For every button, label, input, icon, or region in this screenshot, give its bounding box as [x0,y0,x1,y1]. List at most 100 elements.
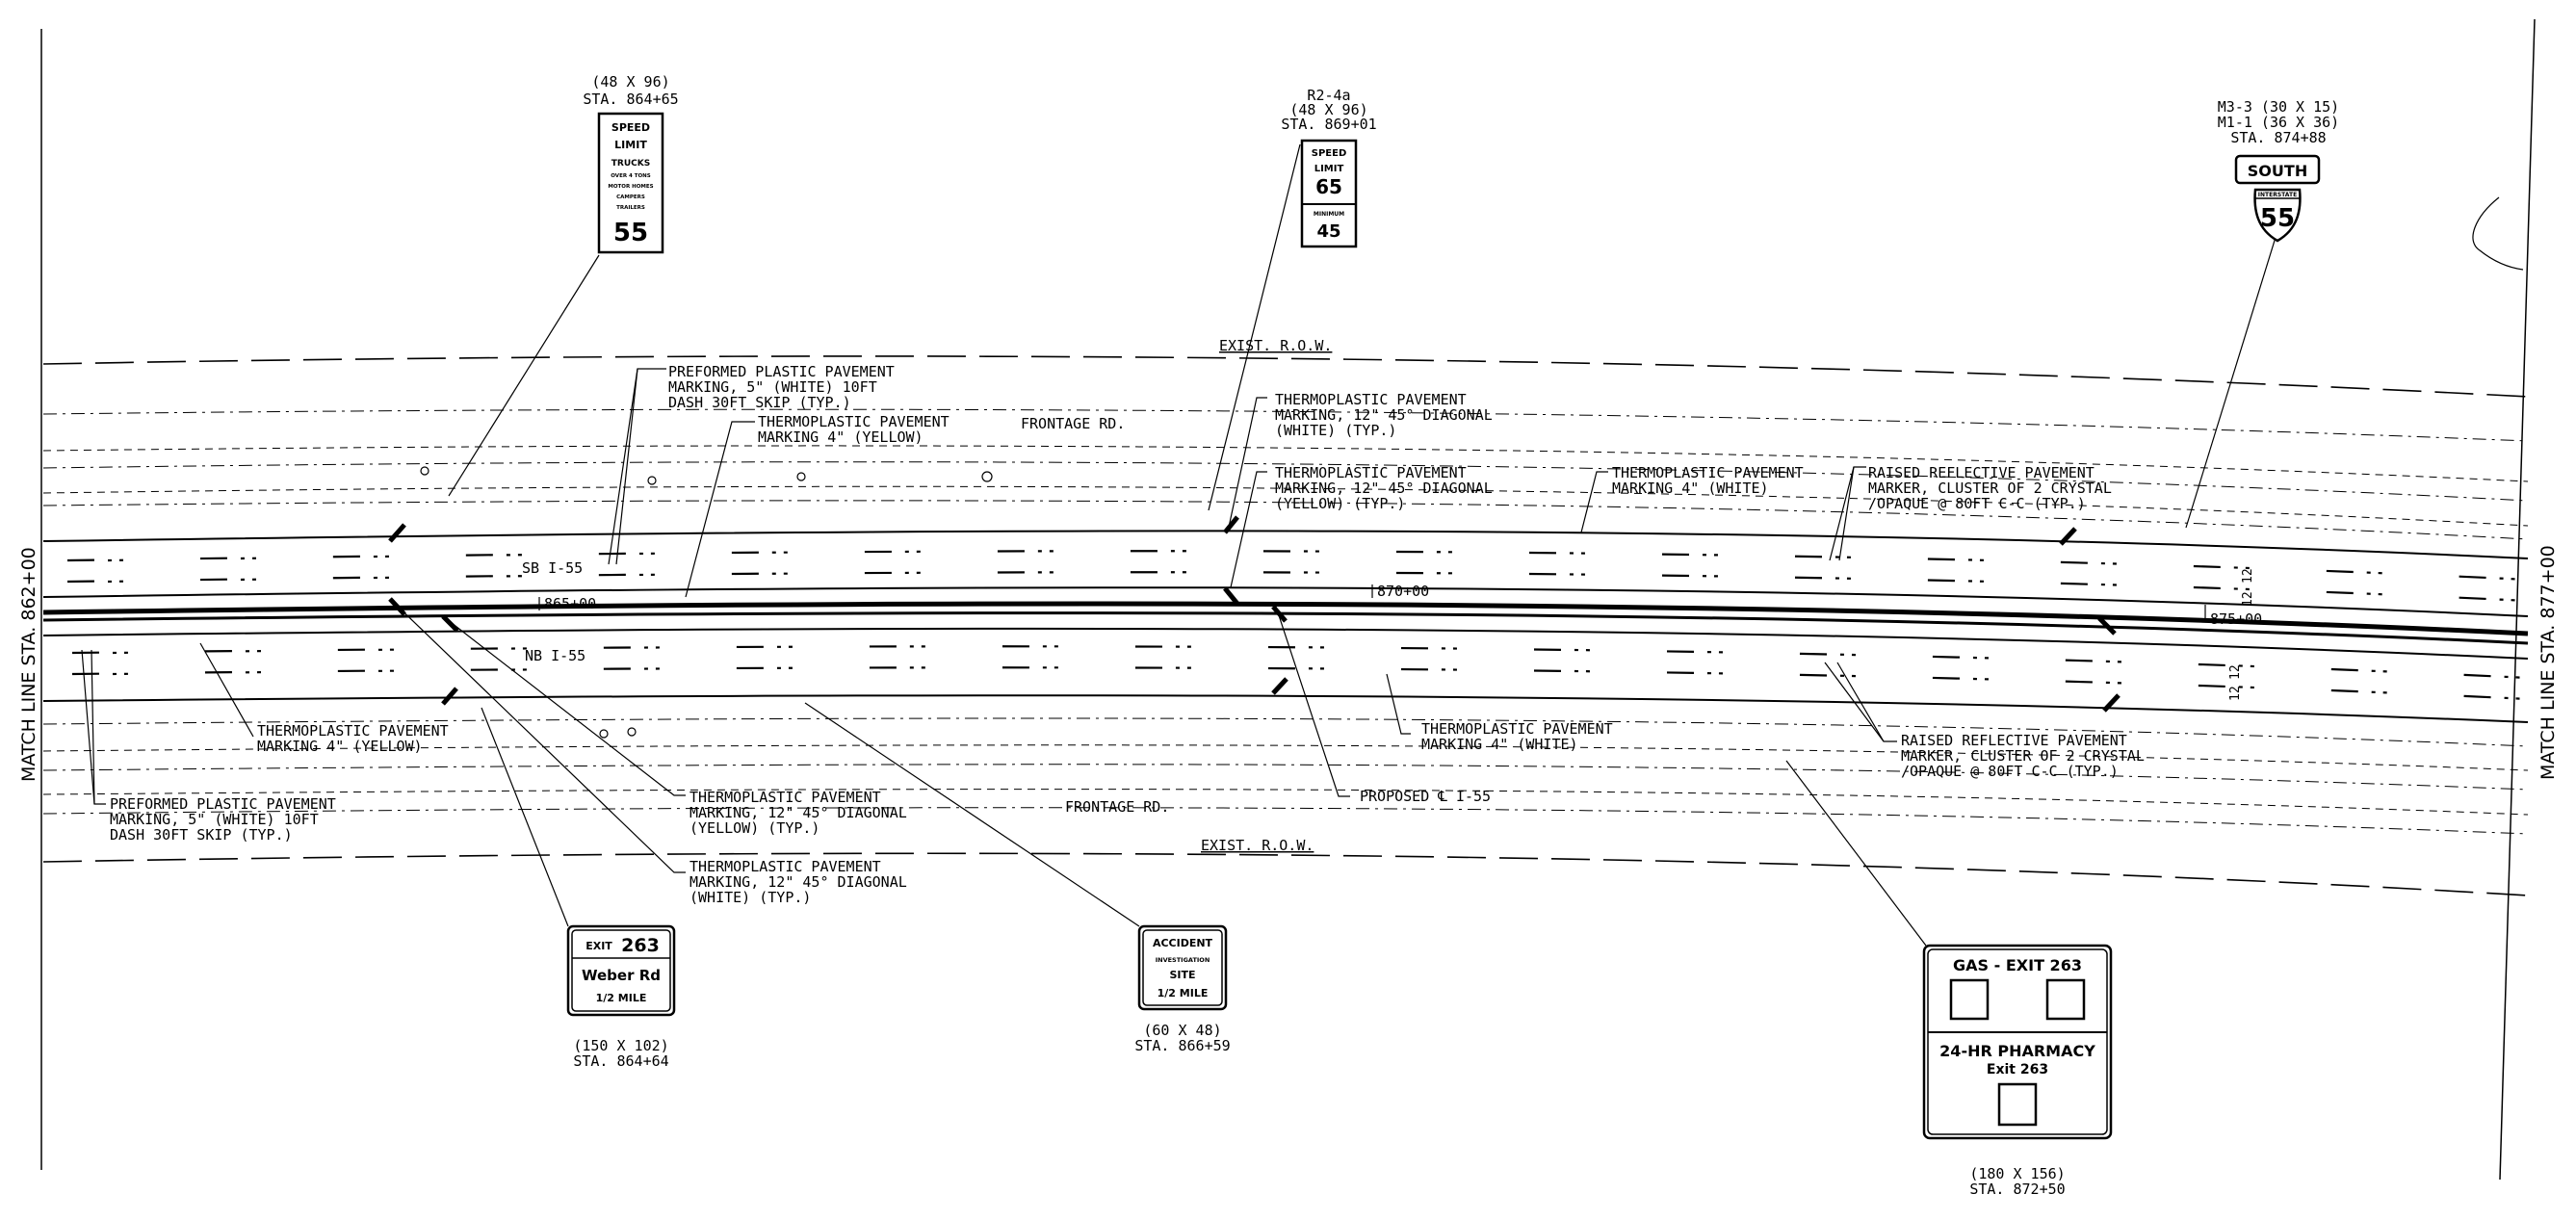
svg-text:MARKING 4" (YELLOW): MARKING 4" (YELLOW) [257,738,423,755]
station-ticks [538,584,2206,620]
frontage-top-edge-1 [42,408,2529,442]
lane-width-dim-4: 12 [2228,686,2243,701]
diagonal-markings [388,515,2121,713]
svg-text:(YELLOW) (TYP.): (YELLOW) (TYP.) [1275,495,1405,512]
sb-lane-dots-1 [107,550,2529,582]
lane-width-dim-2: 12 [2241,591,2255,607]
nb-i55-label: NB I-55 [525,647,585,664]
svg-text:STA. 874+88: STA. 874+88 [2230,129,2326,146]
svg-text:THERMOPLASTIC PAVEMENT: THERMOPLASTIC PAVEMENT [690,858,881,875]
note-thermo-white-bottom: THERMOPLASTIC PAVEMENT MARKING 4" (WHITE… [1421,720,1613,753]
sb-lane-dashes-2 [66,571,2529,603]
interstate-shield-icon [2253,188,2302,243]
note-diagonal-yellow-top: THERMOPLASTIC PAVEMENT MARKING, 12" 45° … [1275,464,1493,512]
reference-points [420,466,993,739]
note-proposed-centerline: PROPOSED ℄ I-55 [1360,788,1491,805]
svg-text:55: 55 [2260,204,2295,233]
svg-text:LIMIT: LIMIT [614,139,647,151]
lane-width-dim-1: 12 [2241,568,2255,584]
svg-text:TRAILERS: TRAILERS [616,205,645,211]
right-match-line-label: MATCH LINE STA. 877+00 [2537,545,2559,780]
svg-text:M3-3 (30 X 15): M3-3 (30 X 15) [2218,98,2339,116]
gas-logo-panel-2 [2045,978,2086,1021]
note-diagonal-white-top: THERMOPLASTIC PAVEMENT MARKING, 12" 45° … [1275,391,1493,439]
note-diagonal-white-bottom: THERMOPLASTIC PAVEMENT MARKING, 12" 45° … [690,858,907,906]
svg-text:MARKING 4" (YELLOW): MARKING 4" (YELLOW) [758,428,924,446]
svg-text:THERMOPLASTIC PAVEMENT: THERMOPLASTIC PAVEMENT [257,722,449,740]
station-875-label: 875+00 [2210,610,2262,628]
svg-text:MARKING, 12" 45° DIAGONAL: MARKING, 12" 45° DIAGONAL [690,804,907,821]
svg-text:GAS - EXIT 263: GAS - EXIT 263 [1953,956,2082,974]
svg-text:45: 45 [1316,221,1340,242]
svg-text:TRUCKS: TRUCKS [611,159,650,169]
lane-width-dim-3: 12 [2228,664,2243,680]
note-raised-marker-top: RAISED REFLECTIVE PAVEMENT MARKER, CLUST… [1868,464,2112,512]
svg-text:55: 55 [613,219,648,247]
svg-text:(150 X 102): (150 X 102) [573,1037,668,1054]
note-raised-marker-bottom: RAISED REFLECTIVE PAVEMENT MARKER, CLUST… [1901,732,2145,780]
svg-text:R2-4a: R2-4a [1307,87,1350,104]
gas-logo-panel-1 [1949,978,1990,1021]
svg-text:Weber Rd: Weber Rd [582,967,661,984]
svg-text:MOTOR HOMES: MOTOR HOMES [608,184,653,190]
frontage-road-label-top: FRONTAGE RD. [1021,415,1125,432]
row-label-top: EXIST. R.O.W. [1219,337,1332,354]
svg-text:RAISED REFLECTIVE PAVEMENT: RAISED REFLECTIVE PAVEMENT [1868,464,2095,481]
svg-text:PREFORMED PLASTIC PAVEMENT: PREFORMED PLASTIC PAVEMENT [110,795,336,813]
svg-text:THERMOPLASTIC PAVEMENT: THERMOPLASTIC PAVEMENT [1612,464,1804,481]
svg-text:(YELLOW) (TYP.): (YELLOW) (TYP.) [690,819,820,837]
nb-lane-dashes-1 [71,645,2529,680]
sb-lane-dots-2 [107,571,2529,603]
sign-accident-investigation: ACCIDENT INVESTIGATION SITE 1/2 MILE (60… [1134,924,1231,1054]
sb-lane-dashes-1 [66,550,2529,582]
svg-text:CAMPERS: CAMPERS [616,195,645,200]
svg-text:MARKING 4" (WHITE): MARKING 4" (WHITE) [1612,480,1769,497]
svg-text:Exit 263: Exit 263 [1987,1062,2048,1077]
svg-text:263: 263 [621,935,660,956]
frontage-bottom-edge-3 [42,764,2529,791]
frontage-bottom-edge-4 [42,789,2529,816]
svg-text:SOUTH: SOUTH [2248,162,2307,180]
svg-text:PREFORMED PLASTIC PAVEMENT: PREFORMED PLASTIC PAVEMENT [668,363,895,380]
nb-lane-dots-1 [112,645,2529,680]
svg-text:MARKING, 5" (WHITE) 10FT: MARKING, 5" (WHITE) 10FT [110,811,319,828]
nb-inner-edge [42,627,2529,660]
frontage-top-edge-4 [42,485,2529,527]
svg-text:/OPAQUE @ 80FT C-C (TYP.): /OPAQUE @ 80FT C-C (TYP.) [1868,495,2086,512]
svg-text:DASH 30FT SKIP (TYP.): DASH 30FT SKIP (TYP.) [668,394,851,411]
svg-text:STA. 864+64: STA. 864+64 [573,1052,668,1070]
nb-lane-dashes-2 [71,666,2529,701]
svg-text:(60 X 48): (60 X 48) [1143,1022,1221,1039]
svg-text:INTERSTATE: INTERSTATE [2258,192,2297,198]
sign-south-i55-shield: M3-3 (30 X 15) M1-1 (36 X 36) STA. 874+8… [2218,98,2339,243]
frontage-top-edge-2 [42,445,2529,482]
svg-text:MARKER, CLUSTER OF 2 CRYSTAL: MARKER, CLUSTER OF 2 CRYSTAL [1901,747,2145,765]
sb-outer-edge [42,530,2529,559]
svg-text:OVER 4 TONS: OVER 4 TONS [611,173,650,179]
svg-text:SPEED: SPEED [611,121,650,134]
median-line-1 [42,601,2529,636]
svg-text:/OPAQUE @ 80FT C-C (TYP.): /OPAQUE @ 80FT C-C (TYP.) [1901,763,2119,780]
svg-text:MARKING, 12" 45° DIAGONAL: MARKING, 12" 45° DIAGONAL [1275,406,1493,424]
left-match-line-label: MATCH LINE STA. 862+00 [18,547,39,782]
svg-text:M1-1 (36 X 36): M1-1 (36 X 36) [2218,114,2339,131]
svg-text:(48 X 96): (48 X 96) [591,73,669,91]
svg-text:LIMIT: LIMIT [1314,164,1344,174]
svg-text:MARKING, 12" 45° DIAGONAL: MARKING, 12" 45° DIAGONAL [690,873,907,891]
svg-text:(180 X 156): (180 X 156) [1969,1165,2065,1182]
frontage-top-edge-3 [42,461,2529,502]
station-865-label: 865+00 [544,595,596,612]
sign-exit-263-weber-rd: EXIT 263 Weber Rd 1/2 MILE (150 X 102) S… [566,924,676,1070]
sb-inner-edge [42,586,2529,617]
nb-outer-edge [42,694,2529,723]
leader-lines [81,143,2278,947]
svg-text:INVESTIGATION: INVESTIGATION [1156,956,1210,964]
svg-text:(48 X 96): (48 X 96) [1289,101,1367,118]
svg-text:THERMOPLASTIC PAVEMENT: THERMOPLASTIC PAVEMENT [1275,464,1467,481]
pharmacy-logo-panel [1997,1082,2038,1127]
svg-text:MARKING, 12" 45° DIAGONAL: MARKING, 12" 45° DIAGONAL [1275,480,1493,497]
svg-text:MINIMUM: MINIMUM [1314,211,1344,218]
svg-text:MARKER, CLUSTER OF 2 CRYSTAL: MARKER, CLUSTER OF 2 CRYSTAL [1868,480,2112,497]
svg-text:THERMOPLASTIC PAVEMENT: THERMOPLASTIC PAVEMENT [758,413,950,430]
